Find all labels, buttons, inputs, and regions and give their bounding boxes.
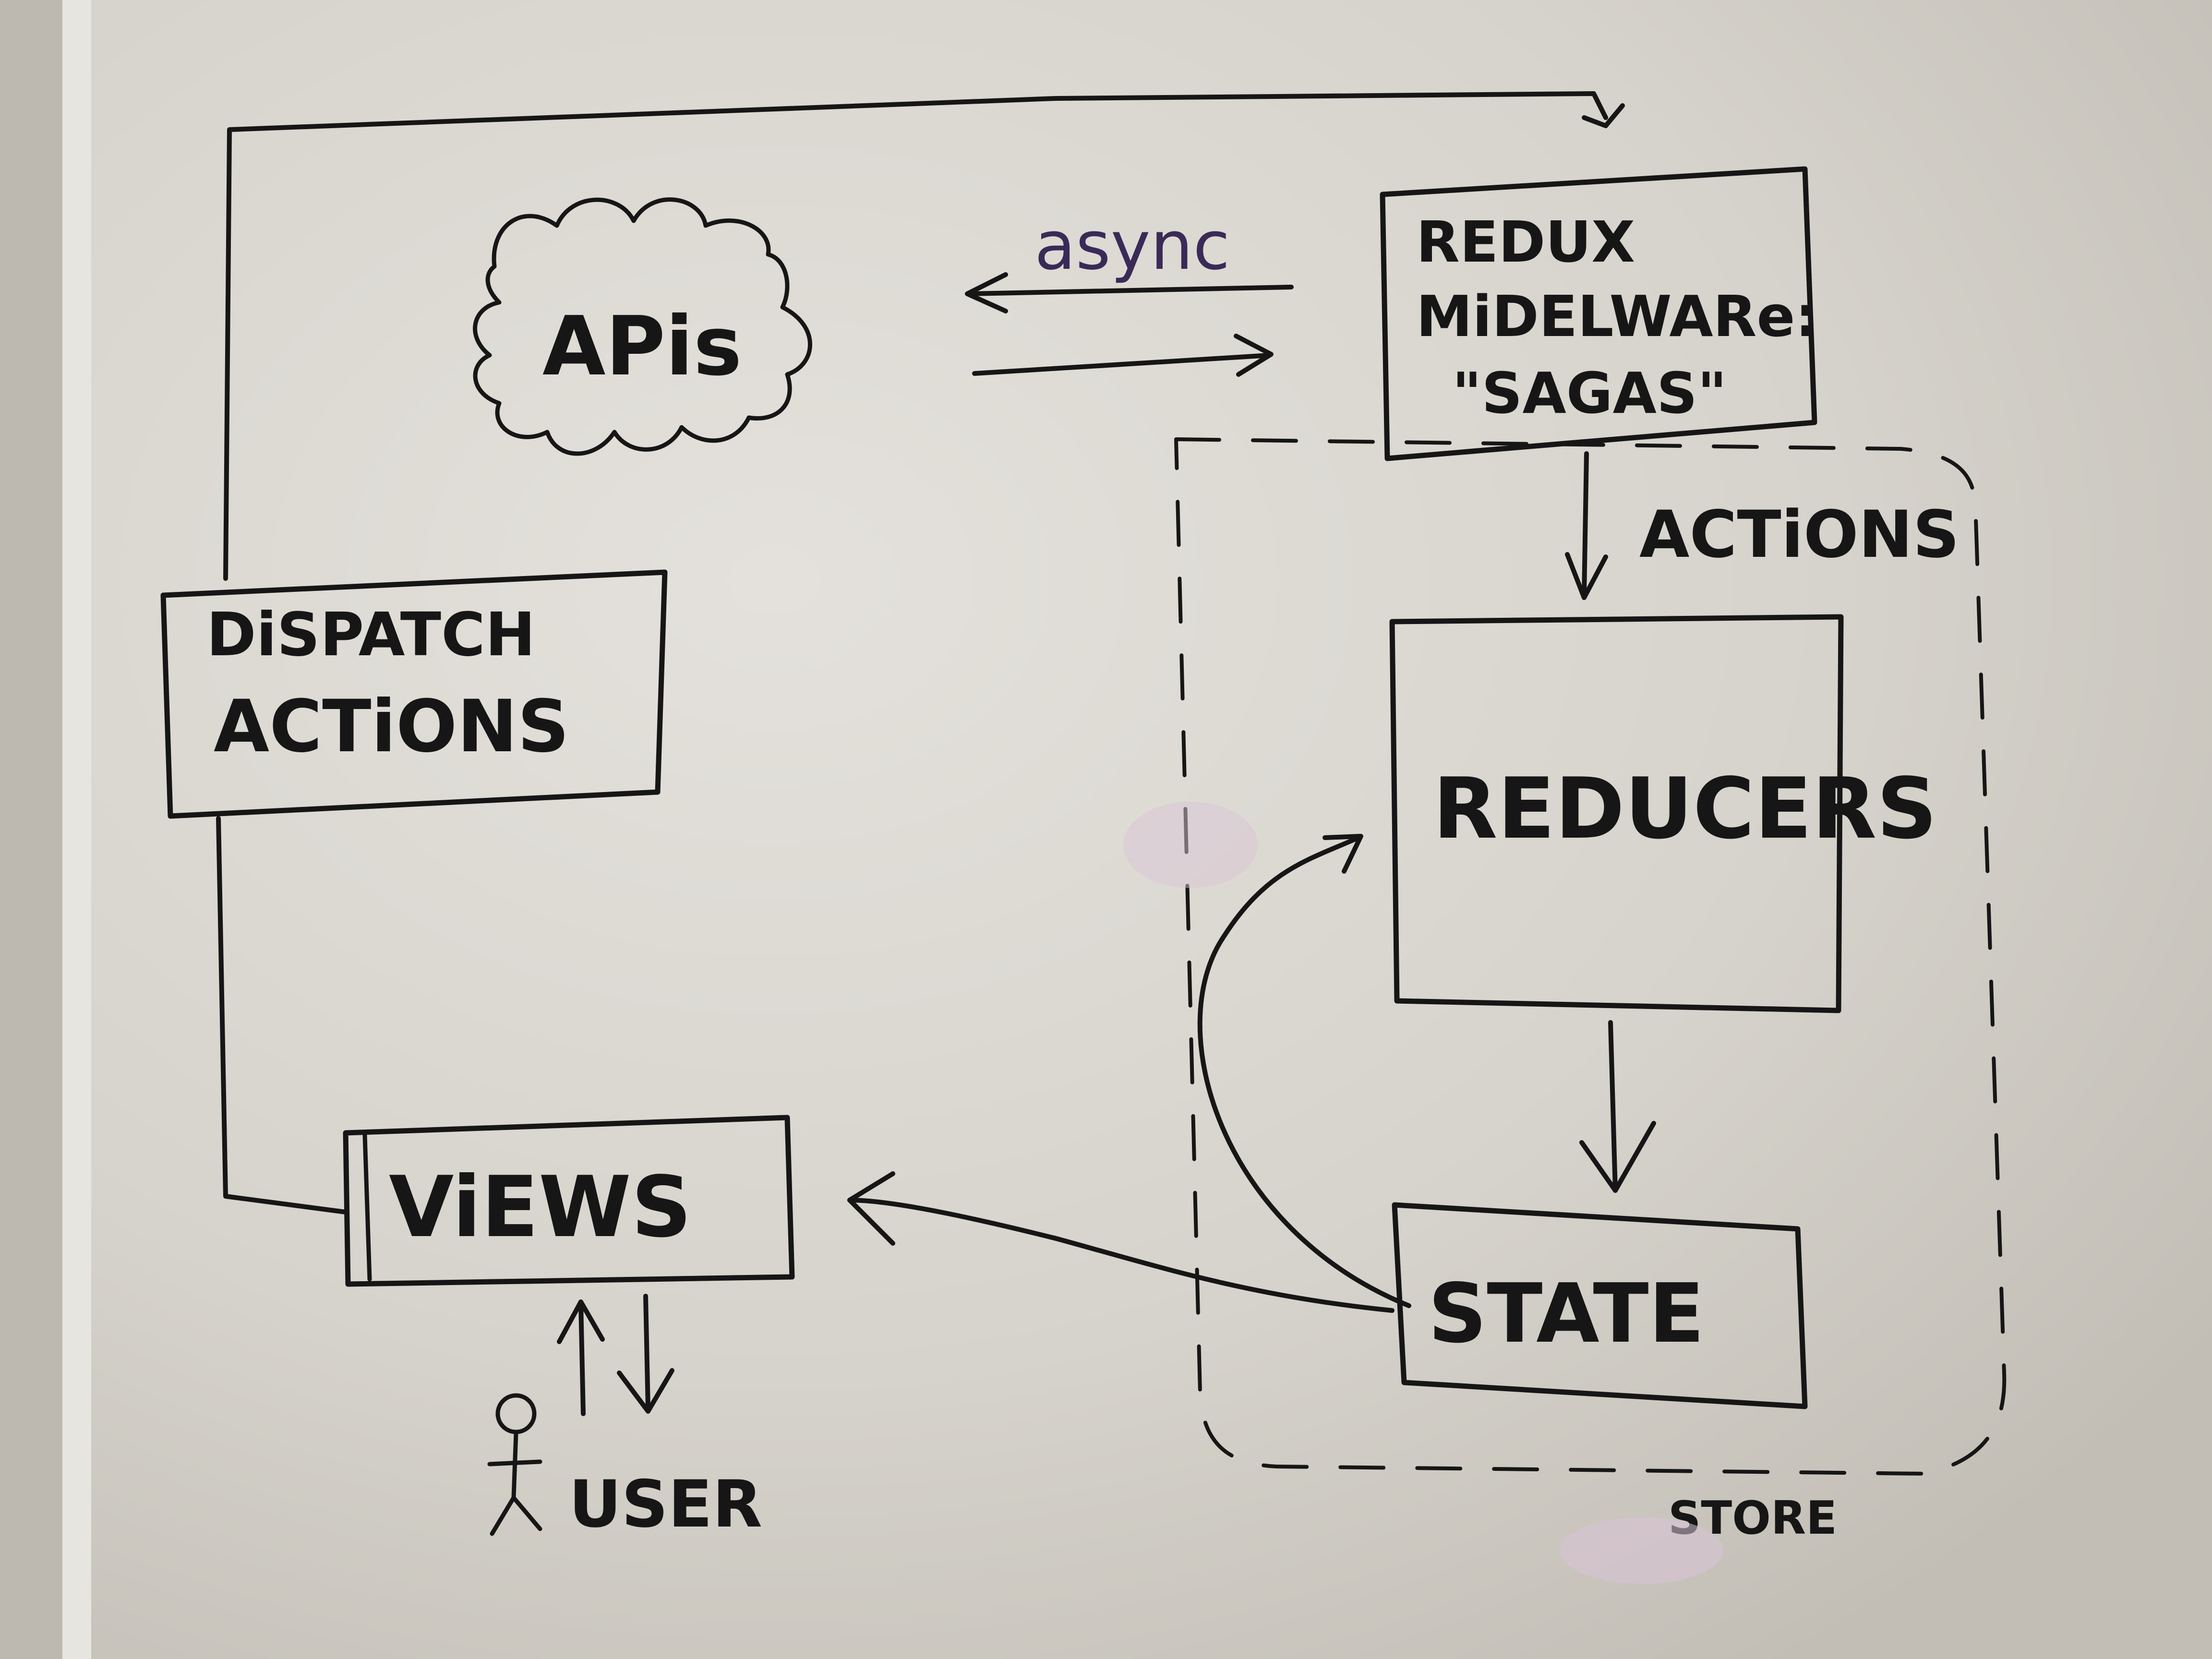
dispatch-node: DiSPATCH ACTiONS (160, 569, 668, 819)
apis-node: APis (473, 197, 812, 456)
async-label: async (1034, 207, 1230, 285)
middleware-node: REDUX MiDELWARe: "SAGAS" (1380, 166, 1818, 461)
apis-label: APis (542, 299, 742, 394)
state-node: STATE (1392, 1202, 1808, 1409)
edge-views-to-dispatch (216, 816, 348, 1214)
edge-user-to-views (557, 1299, 605, 1416)
store-group: STORE (1174, 437, 2007, 1545)
edge-views-to-user (617, 1294, 674, 1414)
user-figure-icon (487, 1393, 542, 1536)
middleware-label-line3: "SAGAS" (1452, 360, 1727, 426)
dispatch-label-line2: ACTiONS (214, 685, 569, 769)
dispatch-label-line1: DiSPATCH (206, 600, 535, 670)
edge-middleware-to-apis (965, 272, 1294, 313)
board-frame-left (0, 0, 62, 1659)
edge-state-to-views (847, 1171, 1395, 1313)
board-frame-edge (62, 0, 91, 1659)
edge-dispatch-to-middleware (223, 91, 1625, 581)
state-label: STATE (1428, 1266, 1705, 1361)
user-node: USER (487, 1393, 762, 1542)
smudge (1123, 802, 1258, 888)
reducers-label: REDUCERS (1433, 760, 1937, 858)
middleware-label-line1: REDUX (1416, 209, 1635, 275)
reducers-node: REDUCERS (1389, 614, 1937, 1013)
edge-state-to-reducers (1197, 834, 1411, 1308)
user-label: USER (569, 1467, 762, 1542)
edge-reducers-to-state (1579, 1020, 1656, 1193)
views-label: ViEWS (389, 1159, 692, 1256)
edge-apis-to-middleware (972, 334, 1274, 377)
middleware-label-line2: MiDELWARe: (1416, 283, 1818, 349)
actions-edge-label: ACTiONS (1639, 497, 1960, 572)
views-node: ViEWS (343, 1115, 795, 1287)
smudge (1560, 1517, 1723, 1584)
edge-middleware-to-reducers (1565, 451, 1608, 600)
